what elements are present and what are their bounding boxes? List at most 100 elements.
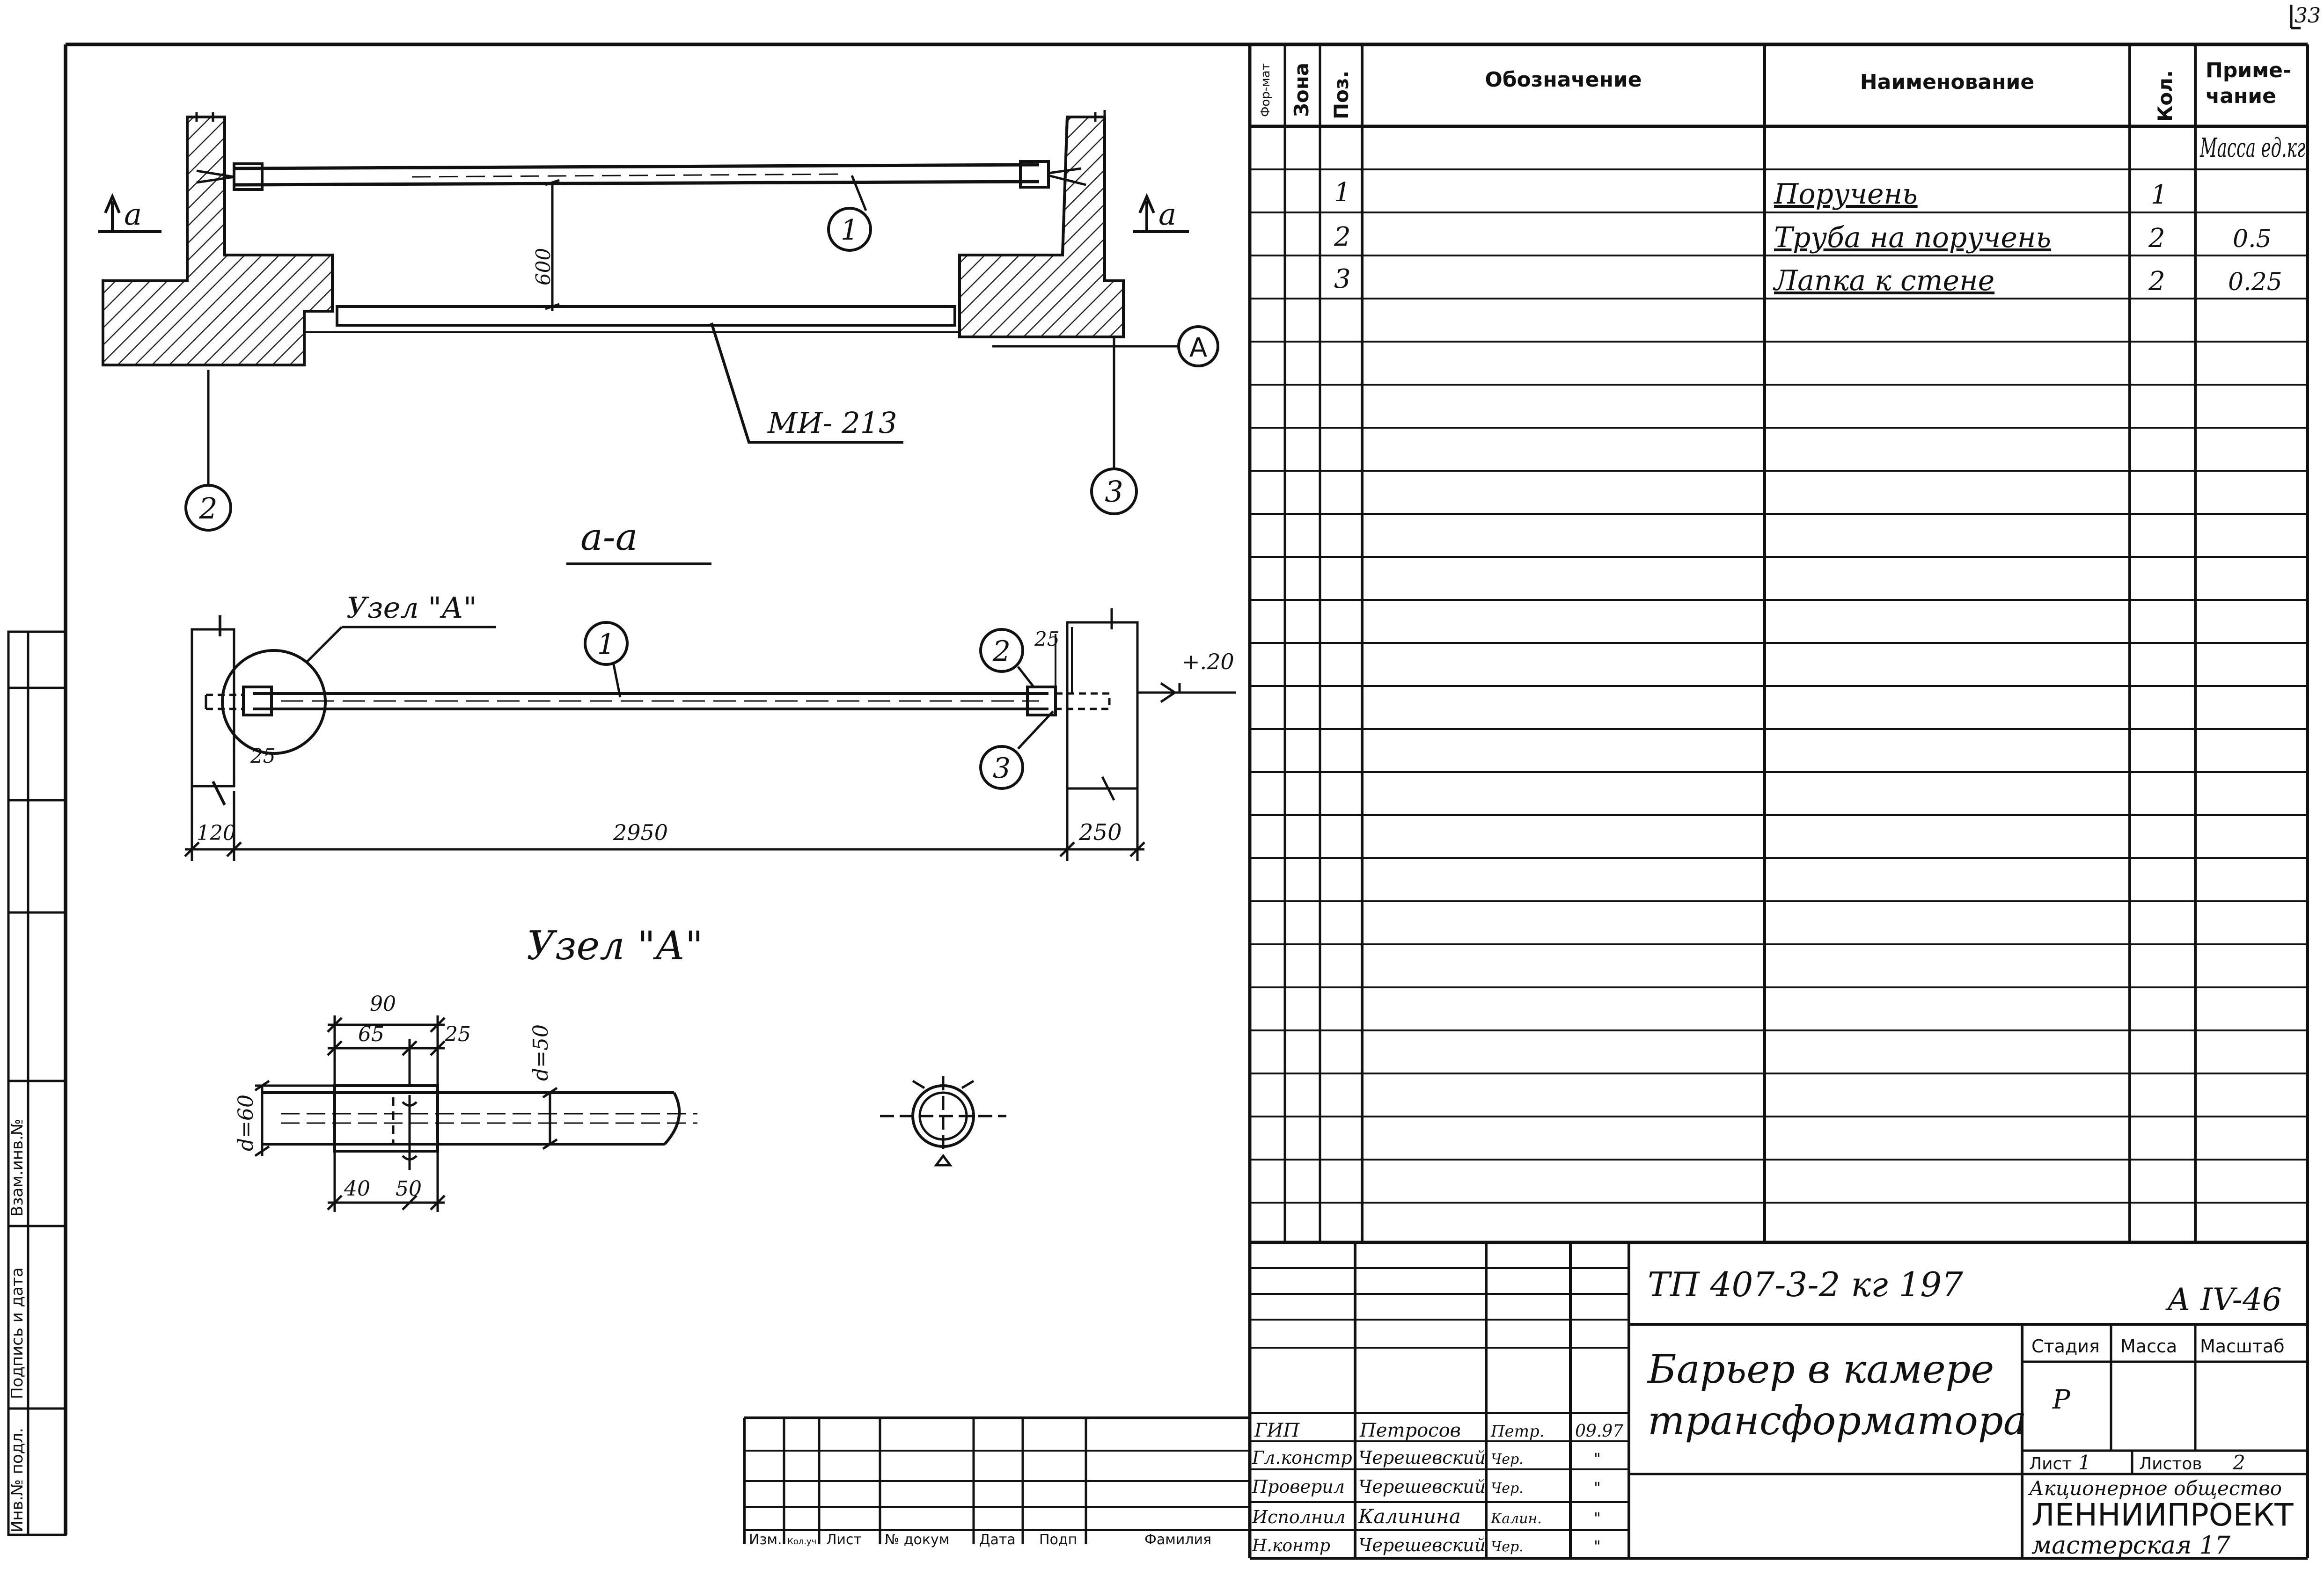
sig-sign-4: Чер. <box>1491 1539 1524 1555</box>
sig-date-1: " <box>1594 1450 1601 1467</box>
sig-role-1: Гл.констр <box>1252 1447 1352 1468</box>
dim-25-ticks <box>1055 627 1073 693</box>
spec-table: Фор-мат Зона Поз. Обозначение Наименован… <box>1248 44 2308 1558</box>
handrail-tube <box>196 160 1086 191</box>
callout-circle-2-top <box>184 484 232 532</box>
sig-date-3: " <box>1594 1509 1601 1527</box>
section-tube <box>205 686 1111 716</box>
rev-header-podp: Подп <box>1039 1532 1077 1548</box>
sheet-corner-number: 33 <box>2295 4 2321 28</box>
header-pos: Поз. <box>1330 71 1353 119</box>
rev-header-dokum: № докум <box>885 1532 949 1548</box>
header-format: Фор-мат <box>1259 63 1273 117</box>
title-line-1: Барьер в камере <box>1647 1346 1994 1392</box>
right-wall-hatch <box>958 116 1125 338</box>
dim-d50: d=50 <box>529 1024 553 1081</box>
header-name: Наименование <box>1860 70 2034 94</box>
row-1-pos: 1 <box>1334 177 1351 208</box>
section-title: а-а <box>580 515 638 559</box>
dim-120: 120 <box>197 821 236 845</box>
level-mark-symbol <box>1137 682 1236 703</box>
sig-name-0: Петросов <box>1359 1420 1461 1441</box>
callout-2-section: 2 <box>992 635 1011 668</box>
row-3-qty: 2 <box>2148 266 2165 297</box>
row-1-name: Поручень <box>1774 178 1918 211</box>
sheets-value: 2 <box>2232 1451 2245 1474</box>
margin-label-vzam-inv: Взам.инв.№ <box>8 1119 27 1217</box>
stage-label: Стадия <box>2031 1336 2100 1357</box>
node-A-circle <box>221 649 327 755</box>
dim-2950: 2950 <box>613 820 668 845</box>
section-view: а-а Узел "А" <box>184 515 1236 861</box>
callout-circle-A <box>1177 325 1219 367</box>
level-mark: +.20 <box>1182 649 1234 674</box>
title-block: Изм. Кол.уч Лист № докум Дата Подп Фамил… <box>743 1242 2308 1560</box>
dim-250: 250 <box>1078 819 1122 846</box>
callout-circle-1-section <box>584 621 629 666</box>
row-1-qty: 1 <box>2151 180 2168 210</box>
dim-90: 90 <box>370 992 396 1016</box>
sig-date-4: " <box>1594 1537 1601 1555</box>
dim-25: 25 <box>444 1022 471 1046</box>
sig-sign-3: Калин. <box>1490 1511 1542 1527</box>
dim-25-left: 25 <box>250 745 275 767</box>
callout-1-top: 1 <box>841 214 858 247</box>
callout-circle-1-top <box>827 207 872 252</box>
doc-code: ТП 407-3-2 кг 197 <box>1648 1265 1963 1304</box>
callout-1-section: 1 <box>597 628 615 661</box>
margin-label-podpis-data: Подпись и дата <box>8 1267 27 1399</box>
node-label: Узел "А" <box>346 591 477 625</box>
beam-label: МИ- 213 <box>767 406 897 440</box>
row-3-pos: 3 <box>1334 264 1351 294</box>
row-2-note: 0.5 <box>2233 225 2272 253</box>
sheet-label: Лист <box>2029 1454 2072 1474</box>
org-line-1: Акционерное общество <box>2028 1477 2282 1500</box>
header-qty: Кол. <box>2154 70 2177 122</box>
sig-role-2: Проверил <box>1252 1476 1345 1497</box>
spec-row-lines <box>1250 168 2308 1204</box>
header-note-2: чание <box>2206 84 2276 108</box>
title-line-2: трансформатора <box>1648 1398 2027 1444</box>
dim-600-line <box>545 179 560 311</box>
callout-A: A <box>1189 333 1207 363</box>
callout-3-section: 3 <box>993 752 1011 785</box>
sig-date-0: 09.97 <box>1575 1422 1623 1441</box>
header-note-1: Приме- <box>2206 58 2291 82</box>
dim-600: 600 <box>532 248 555 285</box>
dim-40: 40 <box>344 1177 370 1201</box>
sig-name-4: Черешевский <box>1358 1535 1486 1555</box>
section-mark-right: a <box>1158 197 1176 232</box>
node-detail: Узел "А" <box>234 923 1006 1212</box>
sig-name-3: Калинина <box>1358 1505 1461 1528</box>
beam-mi213 <box>304 305 960 333</box>
stage-value: Р <box>2052 1385 2071 1415</box>
dim-65: 65 <box>358 1022 384 1046</box>
sheet-code: А IV-46 <box>2165 1282 2282 1318</box>
row-3-name: Лапка к стене <box>1773 264 1994 297</box>
sig-role-0: ГИП <box>1254 1420 1300 1441</box>
node-detail-title: Узел "А" <box>527 923 703 969</box>
header-zone: Зона <box>1290 63 1313 117</box>
left-wall-hatch <box>102 116 334 366</box>
sig-name-2: Черешевский <box>1358 1476 1486 1497</box>
sig-sign-0: Петр. <box>1490 1422 1545 1441</box>
rev-header-familiya: Фамилия <box>1144 1532 1211 1548</box>
sig-sign-1: Чер. <box>1491 1451 1524 1467</box>
rev-header-izm: Изм. <box>749 1532 782 1548</box>
top-view: 600 a a 1 2 3 A МИ- 213 <box>98 110 1219 532</box>
org-line-3: мастерская 17 <box>2031 1532 2231 1560</box>
row-2-pos: 2 <box>1334 222 1351 252</box>
row-2-name: Труба на поручень <box>1774 221 2051 254</box>
row-3-note: 0.25 <box>2228 268 2282 296</box>
sig-name-1: Черешевский <box>1358 1447 1486 1468</box>
sig-role-4: Н.контр <box>1252 1536 1330 1555</box>
scale-label: Масштаб <box>2200 1336 2285 1357</box>
rev-header-data: Дата <box>979 1532 1016 1548</box>
callout-3-top: 3 <box>1105 474 1123 509</box>
mass-label: Масса <box>2120 1336 2177 1357</box>
callout-circle-2-section <box>979 628 1024 673</box>
rev-header-kol: Кол.уч <box>787 1537 816 1547</box>
sig-date-2: " <box>1594 1479 1601 1496</box>
callout-circle-3-top <box>1090 467 1138 515</box>
